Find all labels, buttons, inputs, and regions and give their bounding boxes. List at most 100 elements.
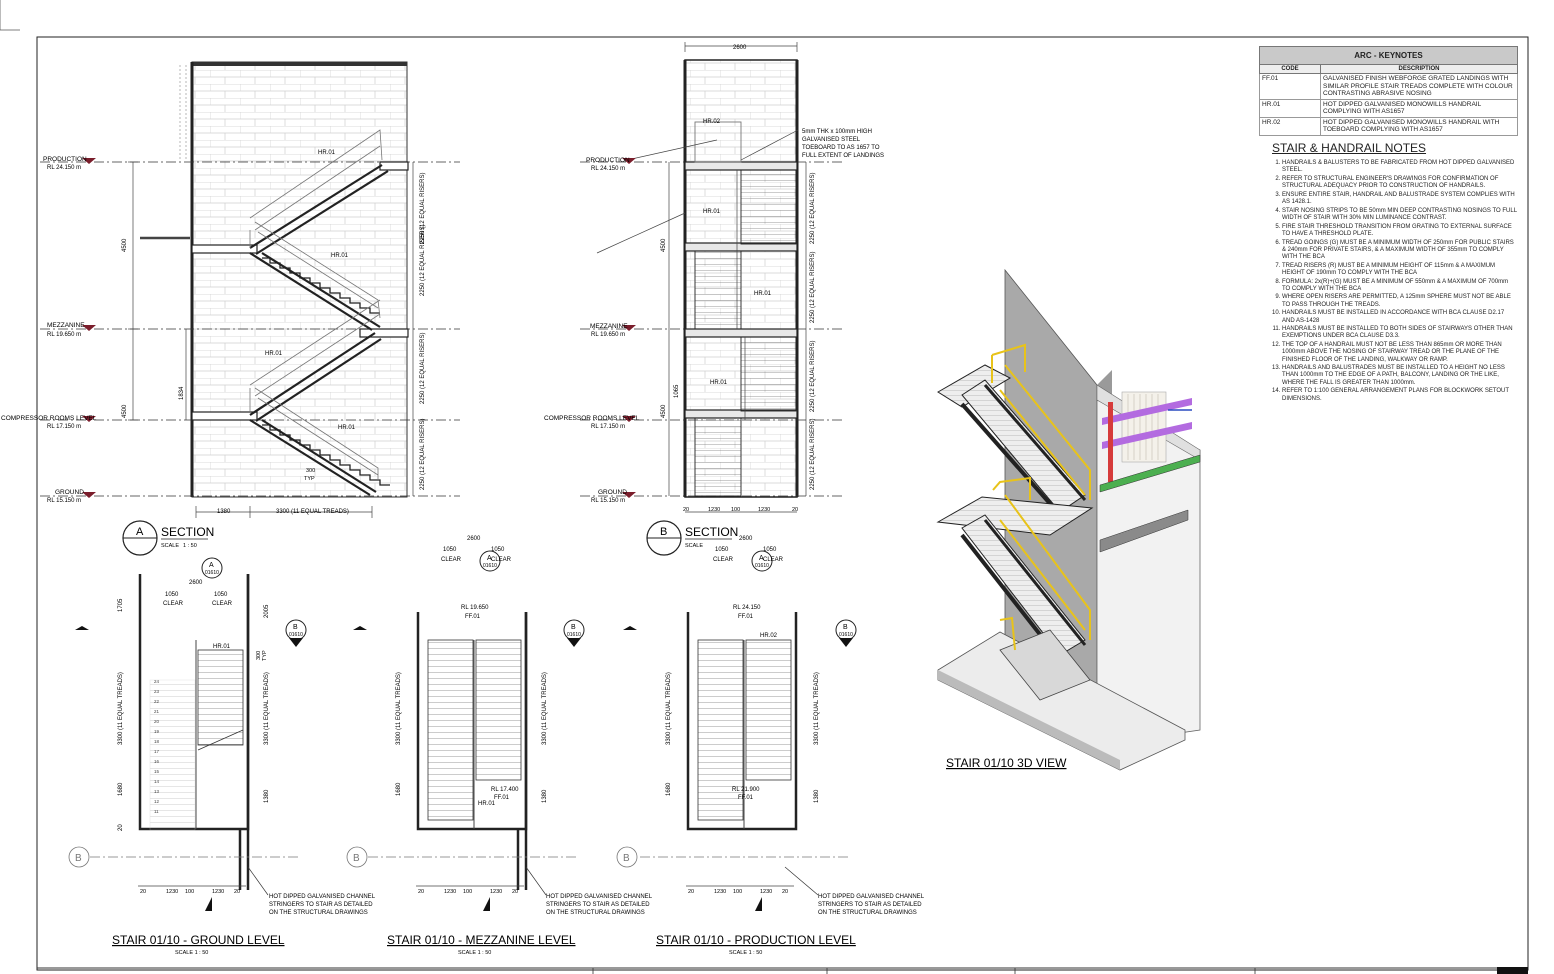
section-b-dim-1065: 1065 [674,384,680,398]
section-a-risers-1: 2250 (12 EQUAL RISERS) [420,225,426,296]
section-b-drawing [580,42,845,513]
plan1-note-3: ON THE STRUCTURAL DRAWINGS [546,910,645,916]
plan0-hr: HR.01 [213,644,231,650]
plan-production [686,612,798,831]
plan0-scale: SCALE 1 : 50 [175,950,208,956]
section-b-risers-4: 2250 (12 EQUAL RISERS) [810,419,816,490]
section-a-level-compressor: COMPRESSOR ROOMS LEVEL [1,415,97,422]
section-b-bdim-4: 20 [792,507,798,513]
keynote-code: FF.01 [1259,73,1321,100]
plan0-title: STAIR 01/10 - GROUND LEVEL [112,933,285,947]
plan0-note-2: STRINGERS TO STAIR AS DETAILED [269,902,373,908]
plan2-scale: SCALE 1 : 50 [729,950,762,956]
plan-tag-b-sheet-3: 01610 [839,632,853,638]
table-row: HR.02 HOT DIPPED GALVANISED MONOWILLS HA… [1259,116,1518,136]
section-b-title: SECTION [685,525,738,539]
plan-bottom-dim: 1230 [490,889,502,895]
section-a-treads: 3300 (11 EQUAL TREADS) [276,509,349,515]
plan-bottom-dim: 1230 [212,889,224,895]
section-b-dim-4500-upper: 4500 [661,238,667,252]
keynotes-col-desc: DESCRIPTION [1320,64,1518,74]
sheet-border [36,36,1529,971]
plan-tread-number: 23 [154,689,160,694]
plan1-note-2: STRINGERS TO STAIR AS DETAILED [546,902,650,908]
plan-tread-number: 12 [154,799,160,804]
note-item: FORMULA: 2x(R)+(G) MUST BE A MINIMUM OF … [1282,279,1517,293]
plan-tag-b-sheet-2: 01610 [567,632,581,638]
table-row: FF.01 GALVANISED FINISH WEBFORGE GRATED … [1259,73,1518,100]
plan-tread-number: 14 [154,779,160,784]
note-item: HANDRAILS & BALUSTERS TO BE FABRICATED F… [1282,160,1517,174]
plan2-dim-2600: 2600 [739,536,753,542]
section-b-hr01-3: HR.01 [710,380,728,386]
section-a-scale-label: SCALE [161,543,179,549]
stair-3d-view [936,268,1201,771]
plan1-dim-1050-b: 1050 [491,547,505,553]
plan0-dim-1380: 1380 [264,789,270,803]
section-a-marker: A [136,526,144,538]
plan2-rl2: RL 21.900 [732,787,760,793]
plan-tread-number: 20 [154,719,160,724]
plan-tag-a-2: A [487,555,492,562]
note-item: HANDRAILS AND BALUSTRADES MUST BE INSTAL… [1282,365,1517,387]
note-item: FIRE STAIR THRESHOLD TRANSITION FROM GRA… [1282,224,1517,238]
plan-bottom-dim: 1230 [444,889,456,895]
plan2-title: STAIR 01/10 - PRODUCTION LEVEL [656,933,856,947]
section-b-dim-4500-lower: 4500 [661,404,667,418]
note-item: TREAD RISERS (R) MUST BE A MINIMUM HEIGH… [1282,263,1517,277]
plan0-treads-left: 3300 (11 EQUAL TREADS) [118,672,124,745]
plan0-typ: TYP [262,650,268,661]
section-a-risers-2: 2250 (12 EQUAL RISERS) [420,333,426,404]
section-a-hr01-2: HR.01 [331,253,349,259]
plan-tread-number: 13 [154,789,160,794]
section-b-toeboard-3: TOEBOARD TO AS 1657 TO [802,145,880,151]
view3d-title: STAIR 01/10 3D VIEW [946,756,1067,770]
plan-tag-b-1: B [293,624,298,631]
plan2-ff2: FF.01 [738,795,754,801]
plan-ground [138,574,250,890]
plan1-treads-right: 3300 (11 EQUAL TREADS) [542,672,548,745]
keynote-desc: HOT DIPPED GALVANISED MONOWILLS HANDRAIL… [1320,98,1518,118]
plan0-clear-b: CLEAR [212,601,233,607]
section-a-hr01-4: HR.01 [338,425,356,431]
plan2-ff: FF.01 [738,614,754,620]
plan1-rl2: RL 17.400 [491,787,519,793]
plan1-scale: SCALE 1 : 50 [458,950,491,956]
section-a-typ-label: TYP [304,476,315,482]
plan-bottom-dim: 1230 [166,889,178,895]
plan-tag-a-3: A [759,555,764,562]
plan0-clear-a: CLEAR [163,601,184,607]
plan-bottom-dim: 20 [512,889,518,895]
plan-bottom-dim: 20 [418,889,424,895]
plan-tag-a-sheet-2: 01610 [483,563,497,569]
keynote-desc: GALVANISED FINISH WEBFORGE GRATED LANDIN… [1320,73,1518,100]
plan-tread-number: 22 [154,699,160,704]
plan2-note-2: STRINGERS TO STAIR AS DETAILED [818,902,922,908]
plan-tag-a-sheet-3: 01610 [755,563,769,569]
keynotes-table: ARC - KEYNOTES CODE DESCRIPTION FF.01 GA… [1259,46,1518,136]
plan-tread-number: 19 [154,729,160,734]
note-item: REFER TO 1:100 GENERAL ARRANGEMENT PLANS… [1282,388,1517,402]
notes-title: STAIR & HANDRAIL NOTES [1272,141,1427,155]
section-b-rl-mezzanine: RL 19.650 m [591,332,625,338]
plan1-ff: FF.01 [465,614,481,620]
section-a-risers-4: 2250 (12 EQUAL RISERS) [420,419,426,490]
plan1-clear-a: CLEAR [441,557,462,563]
section-a-dim-1380: 1380 [217,509,231,515]
section-a-rl-mezzanine: RL 19.650 m [47,332,81,338]
plan-tag-b-3: B [843,624,848,631]
plan-mezzanine [416,612,528,890]
section-a-scale-value: 1 : 50 [183,543,197,549]
section-b-level-production: PRODUCTION [586,157,630,164]
plan-tag-b-2: B [571,624,576,631]
section-a-typ-300: 300 [306,468,315,474]
plan0-dim-1050-b: 1050 [214,592,228,598]
note-item: WHERE OPEN RISERS ARE PERMITTED, A 125mm… [1282,294,1517,308]
section-a-title: SECTION [161,525,214,539]
plan-grid-b-2: B [353,853,360,864]
note-item: HANDRAILS MUST BE INSTALLED TO BOTH SIDE… [1282,326,1517,340]
plan2-rl: RL 24.150 [733,605,761,611]
note-item: HANDRAILS MUST BE INSTALLED IN ACCORDANC… [1282,310,1517,324]
section-b-rl-ground: RL 15.150 m [591,498,625,504]
plan2-clear-a: CLEAR [713,557,734,563]
